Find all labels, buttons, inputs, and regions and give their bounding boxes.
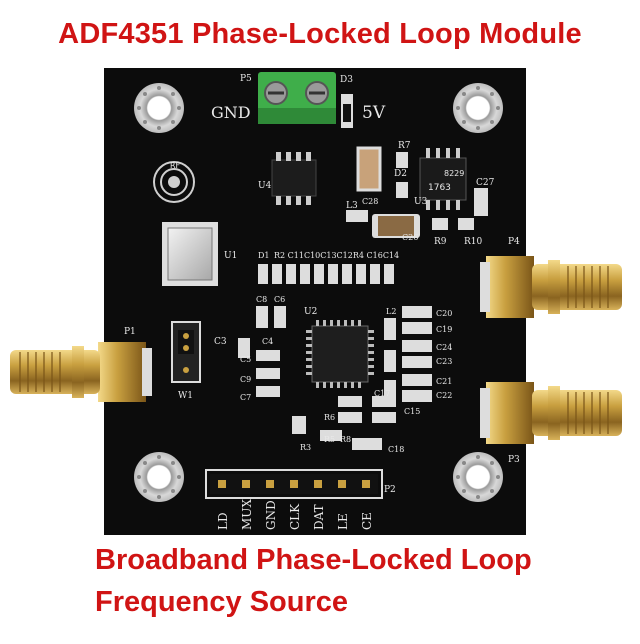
- pin-label-gnd: GND: [264, 500, 278, 530]
- refdes-u1: U1: [224, 251, 237, 261]
- caption-line-1: Broadband Phase-Locked Loop: [95, 544, 532, 576]
- refdes-c4: C4: [262, 337, 273, 346]
- refdes-d1: D1: [258, 251, 270, 260]
- refdes-c19: C19: [436, 325, 452, 334]
- refdes-c27: C27: [476, 178, 495, 188]
- crystal-oscillator-u1: [162, 222, 218, 286]
- pll-chip-u2: [306, 320, 374, 388]
- jumper-w1: [171, 321, 201, 383]
- refdes-u2: U2: [304, 307, 317, 317]
- pin-header-p2: [205, 469, 383, 499]
- refdes-r6: R6: [324, 413, 335, 422]
- refdes-c18: C18: [388, 445, 404, 454]
- smd-capacitor-row: [258, 264, 394, 284]
- pin-label-mux: MUX: [240, 499, 254, 530]
- refdes-c3: C3: [214, 337, 227, 347]
- refdes-c21: C21: [436, 377, 452, 386]
- mounting-hole: [453, 83, 503, 133]
- refdes-r3: R3: [300, 443, 311, 452]
- sma-connector-p4: [480, 256, 622, 318]
- refdes-r8: R8: [340, 435, 351, 444]
- caption-line-2: Frequency Source: [95, 586, 349, 618]
- refdes-c7: C7: [240, 393, 251, 402]
- gnd-label: GND: [211, 103, 251, 122]
- svg-text:RF: RF: [170, 161, 181, 170]
- pin-label-ld: LD: [216, 512, 230, 530]
- regulator-u3: 8229 1763: [419, 148, 467, 210]
- refdes-c5: C5: [240, 355, 251, 364]
- refdes-c22: C22: [436, 391, 452, 400]
- refdes-c6: C6: [274, 295, 285, 304]
- refdes-w1: W1: [178, 391, 193, 401]
- refdes-l2: L2: [386, 307, 396, 316]
- refdes-c28: C28: [362, 197, 378, 206]
- sma-connector-p3: [480, 382, 622, 444]
- refdes-u3: U3: [414, 197, 428, 207]
- capacitor: [356, 146, 382, 192]
- refdes-c17: C17: [374, 389, 390, 398]
- refdes-r7: R7: [398, 141, 411, 151]
- refdes-p5: P5: [240, 74, 252, 84]
- refdes-u4: U4: [258, 181, 272, 191]
- pcb-board: [104, 68, 526, 535]
- mounting-hole: [134, 452, 184, 502]
- pin-label-dat: DAT: [312, 504, 326, 530]
- refdes-c24: C24: [436, 343, 452, 352]
- refdes-d3: D3: [340, 75, 353, 85]
- chip-marking-1: 8229: [444, 169, 464, 178]
- refdes-p1: P1: [124, 327, 136, 337]
- refdes-r10: R10: [464, 237, 483, 247]
- refdes-c15: C15: [404, 407, 420, 416]
- refdes-c9: C9: [240, 375, 251, 384]
- refdes-c8: C8: [256, 295, 267, 304]
- pin-label-le: LE: [336, 513, 350, 530]
- page-title: ADF4351 Phase-Locked Loop Module: [58, 18, 582, 50]
- refdes-c26: C26: [402, 233, 418, 242]
- refdes-row-caps: R2 C11C10C13C12R4 C16C14: [274, 251, 399, 260]
- refdes-d2: D2: [394, 169, 407, 179]
- mounting-hole: [453, 452, 503, 502]
- chip-marking-2: 1763: [428, 183, 451, 193]
- refdes-c20: C20: [436, 309, 452, 318]
- sma-connector-p1: [10, 342, 152, 402]
- refdes-l3: L3: [346, 201, 358, 211]
- pin-label-ce: CE: [360, 512, 374, 530]
- refdes-c23: C23: [436, 357, 452, 366]
- mounting-hole: [134, 83, 184, 133]
- vcc-label: 5V: [362, 103, 386, 123]
- power-terminal-block: [258, 72, 336, 124]
- refdes-r9: R9: [434, 237, 447, 247]
- refdes-p2: P2: [384, 485, 396, 495]
- refdes-p4: P4: [508, 237, 520, 247]
- rf-logo: RF: [153, 161, 195, 203]
- refdes-r5: R5: [324, 435, 335, 444]
- refdes-p3: P3: [508, 455, 520, 465]
- pin-label-clk: CLK: [288, 503, 302, 530]
- smd-capacitor-column: [384, 306, 432, 402]
- ic-u4: [271, 152, 317, 205]
